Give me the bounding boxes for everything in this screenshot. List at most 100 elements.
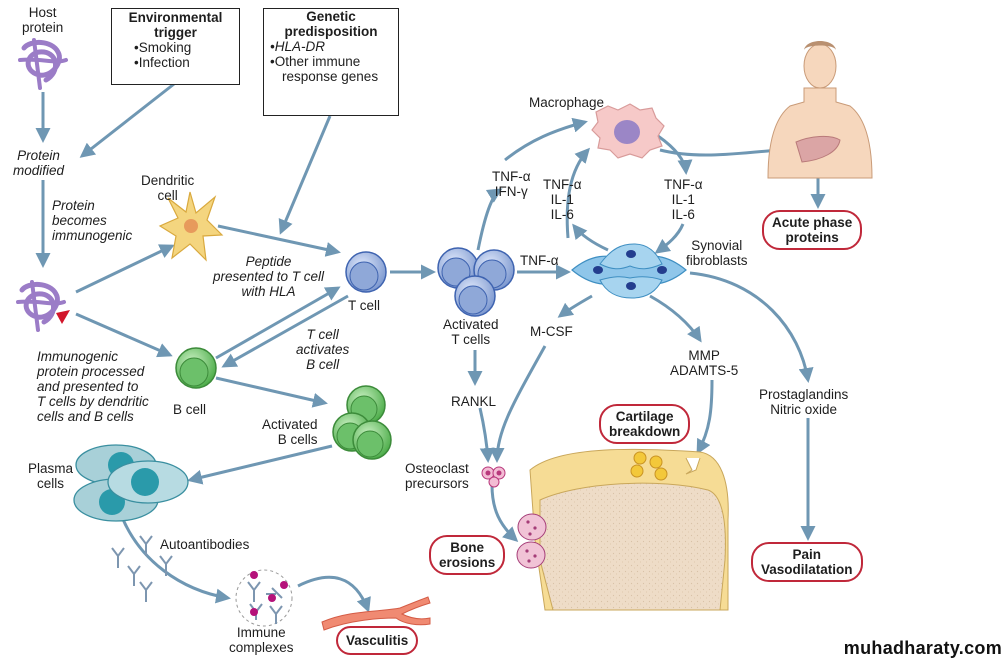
arrow-activated-b-to-plasma [187, 444, 333, 485]
outcome-bone-erosions: Bone erosions [429, 535, 506, 575]
label-line: Protein [17, 148, 60, 163]
macrophage-icon [591, 103, 665, 159]
label-line: T cells by dendritic [37, 394, 149, 409]
label-line: Plasma [28, 461, 74, 476]
label-line: activates [296, 342, 350, 357]
label-tnf-ifn: TNF-α IFN-γ [492, 169, 531, 199]
box-title: Environmental [128, 10, 223, 25]
label-line: cell [157, 188, 178, 203]
b-cell-icon [175, 347, 217, 389]
synovial-fibroblasts-icon [571, 243, 687, 299]
human-body-icon [767, 41, 873, 179]
arrow-cytokines-to-fibro-left [572, 223, 609, 252]
arrow-osteoclast-to-bone [490, 484, 519, 543]
label-line: IFN-γ [494, 184, 528, 199]
osteoclast-precursors-icon [481, 466, 506, 488]
outcome-cartilage-breakdown: Cartilage breakdown [599, 404, 691, 444]
label-line: Vasodilatation [761, 562, 853, 577]
label-t-cell-activates-b-cell: T cell activates B cell [296, 327, 349, 372]
label-line: cells and B cells [37, 409, 134, 424]
label-line: with HLA [241, 284, 296, 299]
label-line: Acute phase [772, 215, 853, 230]
label-cytokines-right: TNF-α IL-1 IL-6 [664, 177, 703, 222]
label-line: Nitric oxide [770, 402, 838, 417]
blood-vessel-icon [321, 596, 431, 631]
label-line: and presented to [37, 379, 139, 394]
activated-t-cells-icon [437, 247, 515, 317]
label-line: precursors [405, 476, 469, 491]
arrows [35, 82, 826, 613]
label-protein-becomes-immunogenic: Protein becomes immunogenic [52, 198, 132, 243]
box-item: Smoking [134, 40, 239, 55]
label-line: Osteoclast [405, 461, 469, 476]
label-activated-t-cells: Activated T cells [443, 317, 499, 347]
arrow-protein-to-dendritic [75, 244, 175, 294]
arrow-mcsf-to-osteoclast [489, 345, 547, 463]
label-line: IL-1 [671, 192, 695, 207]
label-line: Immune [236, 625, 286, 640]
environmental-trigger-box: Environmental trigger Smoking Infection [111, 8, 240, 85]
label-line: B cells [277, 432, 318, 447]
label-line: becomes [52, 213, 107, 228]
arrow-fibro-to-macrophage [565, 147, 591, 239]
box-item: Other immune [270, 54, 398, 69]
label-t-cell: T cell [348, 298, 381, 313]
joint-bone-icon [516, 448, 729, 611]
arrow-plasma-to-complexes [120, 516, 231, 604]
label-rankl: RANKL [451, 394, 497, 409]
label-line: T cells [451, 332, 491, 347]
label-line: immunogenic [52, 228, 133, 243]
outcome-acute-phase-proteins: Acute phase proteins [762, 210, 863, 250]
label-m-csf: M-CSF [530, 324, 573, 339]
genetic-predisposition-box: Genetic predisposition HLA-DR Other immu… [263, 8, 399, 116]
arrow-rankl-to-osteoclast [478, 407, 495, 463]
label-line: proteins [785, 230, 839, 245]
box-title: Genetic [306, 9, 356, 24]
arrow-cytokines-to-fibro [654, 223, 685, 254]
label-activated-b-cells: Activated B cells [262, 417, 318, 447]
t-cell-icon [345, 251, 387, 293]
label-line: erosions [439, 555, 496, 570]
arrow-fibro-to-mmp [649, 294, 702, 343]
label-tnf-alpha: TNF-α [520, 253, 559, 268]
arrow-env-to-modified [79, 82, 175, 158]
label-line: IL-6 [671, 207, 695, 222]
label-mmp: MMP ADAMTS-5 [670, 348, 738, 378]
label-line: IL-1 [550, 192, 574, 207]
label-host-protein: Host protein [22, 5, 63, 35]
label-peptide-presented: Peptide presented to T cell with HLA [213, 254, 324, 299]
label-protein-modified: Protein modified [13, 148, 64, 178]
box-item: response genes [282, 69, 379, 84]
watermark: muhadharaty.com [843, 638, 1002, 658]
label-line: Prostaglandins [759, 387, 849, 402]
label-line: complexes [229, 640, 294, 655]
immune-complexes-icon [235, 569, 293, 627]
label-line: modified [13, 163, 65, 178]
plasma-cells-icon [73, 444, 189, 522]
label-macrophage: Macrophage [529, 95, 605, 110]
label-line: Bone [450, 540, 485, 555]
box-item: Infection [134, 55, 239, 70]
label-line: T cell [306, 327, 339, 342]
label-synovial-fibroblasts: Synovial fibroblasts [686, 238, 748, 268]
label-line: breakdown [609, 424, 681, 439]
box-title: trigger [154, 25, 197, 40]
label-prostaglandins: Prostaglandins Nitric oxide [759, 387, 848, 417]
arrow-protein-to-bcell [75, 312, 173, 358]
label-line: cells [37, 476, 65, 491]
label-line: protein [22, 20, 64, 35]
arrow-fibro-to-prostaglandins [689, 271, 814, 383]
label-autoantibodies: Autoantibodies [160, 537, 250, 552]
label-cytokines-left: TNF-α IL-1 IL-6 [543, 177, 582, 222]
label-line: Activated [443, 317, 499, 332]
label-line: MMP [688, 348, 720, 363]
label-b-cell: B cell [173, 402, 207, 417]
label-immune-complexes: Immune complexes [229, 625, 294, 655]
autoantibodies-icon [111, 535, 173, 602]
label-line: Synovial [691, 238, 743, 253]
arrow-genetic-to-tcell [278, 115, 332, 235]
label-line: Pain [792, 547, 822, 562]
label-line: TNF-α [492, 169, 531, 184]
arrow-tcell-to-bcell [221, 294, 349, 368]
